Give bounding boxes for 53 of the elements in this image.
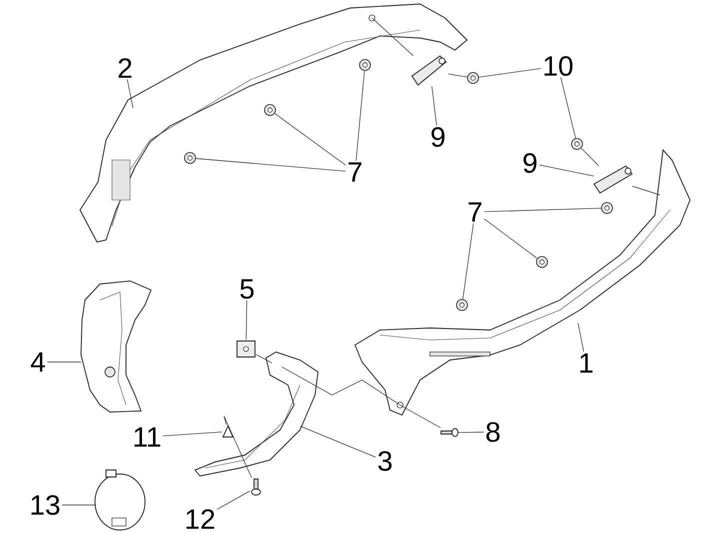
nut — [184, 152, 196, 164]
nut — [456, 299, 468, 311]
nut — [359, 59, 371, 71]
leader-line — [432, 86, 437, 126]
callout-number: 2 — [118, 58, 132, 78]
callout-number: 11 — [134, 427, 160, 447]
nut — [536, 256, 548, 268]
callout-number: 9 — [432, 127, 444, 147]
screw-drawing — [251, 478, 261, 496]
assembly-line — [256, 354, 272, 364]
leader-line — [484, 208, 602, 212]
callout-number: 7 — [348, 162, 362, 182]
side-panel-drawing — [80, 280, 152, 412]
callout-number: 7 — [468, 202, 482, 222]
assembly-line — [372, 18, 414, 56]
assembly-line — [632, 186, 660, 196]
leader-line — [578, 322, 584, 352]
assembly-line — [400, 404, 441, 428]
leader-line — [216, 490, 250, 510]
leader-line — [560, 77, 576, 139]
leader-line — [62, 504, 96, 506]
nut — [571, 138, 583, 150]
leader-line — [196, 158, 346, 172]
leader-line — [356, 70, 365, 162]
leader-line — [462, 222, 474, 300]
callout-number: 13 — [32, 495, 60, 515]
leader-line — [484, 218, 538, 259]
leader-line — [478, 68, 542, 78]
leader-line — [539, 164, 594, 176]
assembly-line — [580, 148, 600, 166]
callout-number: 4 — [30, 352, 45, 372]
assembly-line — [224, 416, 252, 478]
leader-line — [300, 426, 376, 458]
leader-line — [126, 79, 134, 108]
callout-number: 10 — [544, 56, 572, 76]
leader-line — [246, 300, 248, 340]
leader-line — [162, 432, 222, 436]
callout-number: 12 — [186, 509, 214, 529]
assembly-line — [282, 366, 400, 406]
callout-number: 9 — [524, 153, 536, 173]
nut — [601, 202, 613, 214]
callout-number: 1 — [580, 353, 592, 373]
leader-line — [458, 432, 484, 433]
leader-line — [274, 113, 346, 166]
cap-drawing — [94, 470, 146, 530]
nut — [264, 104, 276, 116]
screw-drawing — [440, 428, 458, 437]
callout-number: 3 — [378, 451, 392, 471]
clip-drawing — [236, 340, 256, 358]
callout-number: 5 — [240, 279, 254, 299]
assembly-line — [448, 74, 468, 78]
nut — [467, 72, 479, 84]
callout-number: 8 — [486, 422, 500, 442]
